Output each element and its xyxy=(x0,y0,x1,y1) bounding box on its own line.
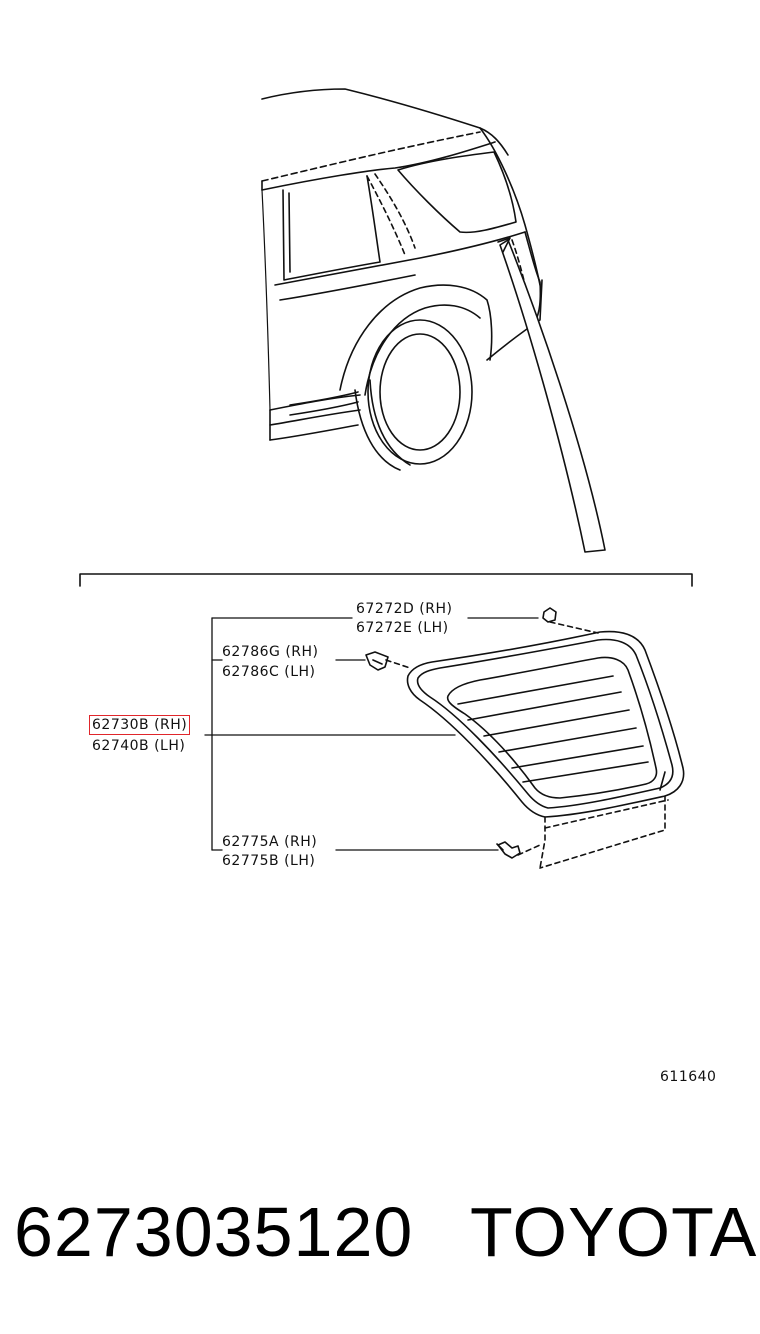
clamp-part xyxy=(496,841,521,859)
label-clamp-rh: 62775A (RH) xyxy=(222,834,318,850)
label-retainer-rh: 62786G (RH) xyxy=(222,644,319,660)
part-number: 6273035120 xyxy=(14,1193,414,1271)
detail-frame xyxy=(79,573,693,587)
figure-id: 611640 xyxy=(660,1069,717,1085)
retainer-part xyxy=(365,651,411,671)
clip-part xyxy=(542,607,599,634)
label-retainer-lh: 62786C (LH) xyxy=(222,664,316,680)
vehicle-rear-illustration xyxy=(261,88,606,553)
quarter-window-panel xyxy=(406,630,685,869)
label-clamp-lh: 62775B (LH) xyxy=(222,853,316,869)
label-clip-rh: 67272D (RH) xyxy=(356,601,453,617)
brand-name: TOYOTA xyxy=(470,1193,758,1271)
label-clip-lh: 67272E (LH) xyxy=(356,620,449,636)
leader-lines xyxy=(204,617,539,851)
label-panel-lh: 62740B (LH) xyxy=(92,738,186,754)
label-panel-rh-highlighted: 62730B (RH) xyxy=(88,715,191,735)
